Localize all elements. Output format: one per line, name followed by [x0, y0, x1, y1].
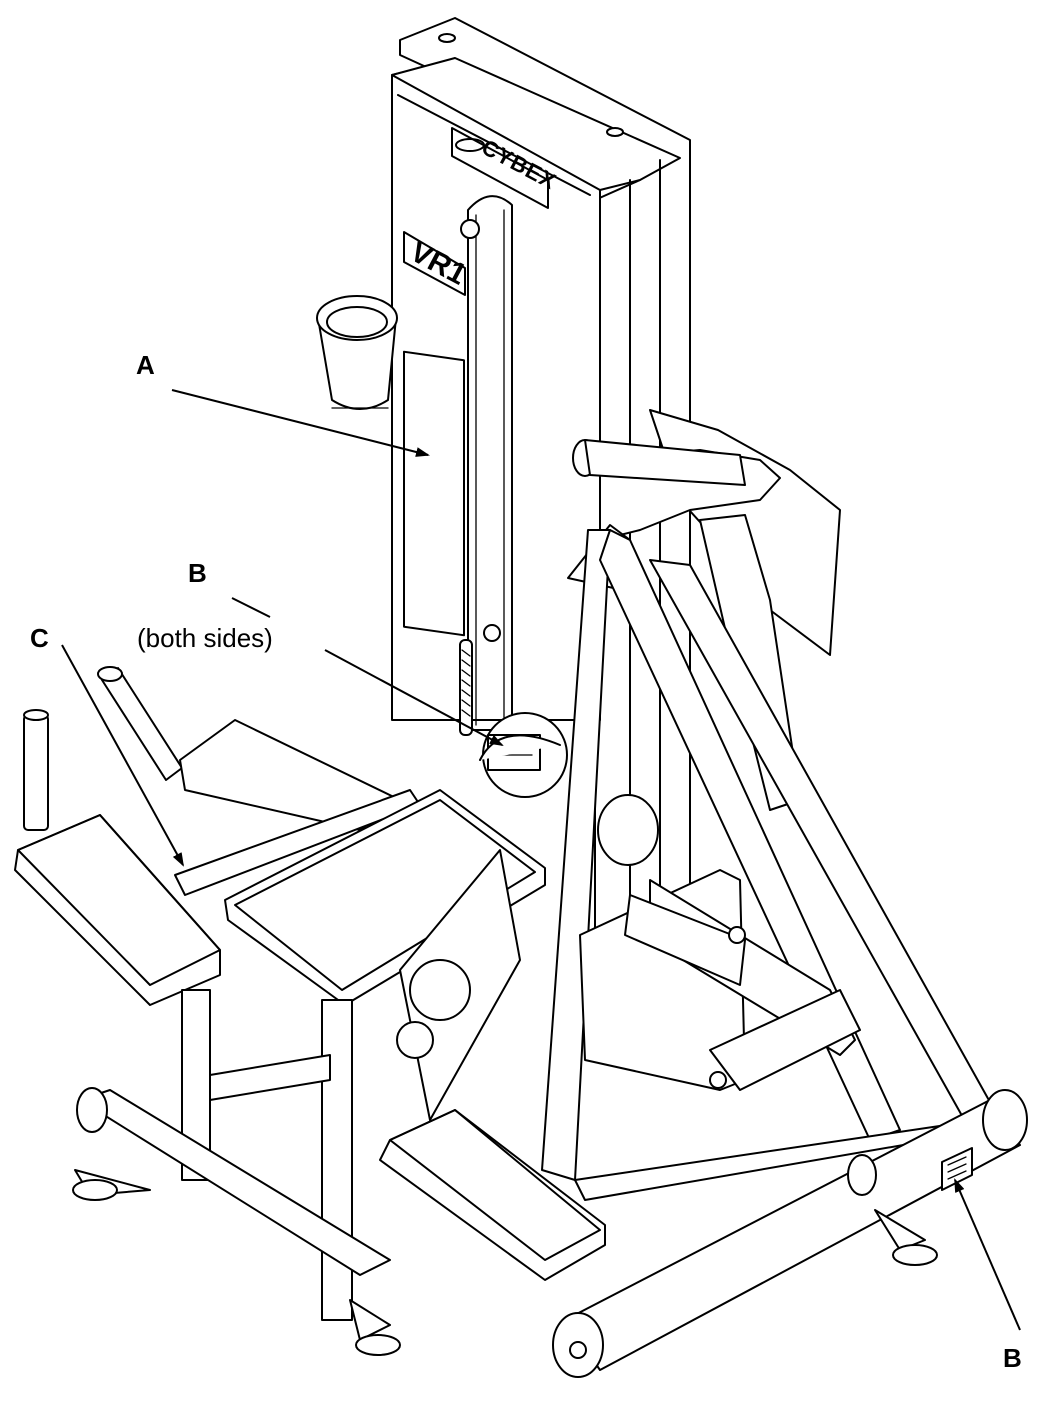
cable-channel	[459, 195, 513, 736]
label-plate-base	[941, 1147, 973, 1191]
leader-c	[61, 644, 184, 867]
callout-a-label: A	[136, 350, 155, 380]
brand-logo: CYBEX	[451, 127, 561, 209]
callout-b-upper-label: B	[188, 558, 207, 588]
leg-pad-left	[14, 814, 221, 1006]
callout-b-upper-note: (both sides)	[137, 623, 273, 653]
instruction-placard	[403, 350, 465, 637]
foot-pad	[379, 1109, 606, 1281]
leader-b-upper-1	[231, 597, 271, 618]
leader-a	[171, 389, 430, 457]
leg-support-posts	[23, 666, 183, 831]
rear-lever-assembly	[579, 794, 861, 1091]
cup-holder	[316, 295, 398, 410]
callout-b-lower-label: B	[1003, 1343, 1022, 1373]
callout-c-label: C	[30, 623, 49, 653]
leader-b-upper-2	[324, 649, 504, 746]
cam-pivot	[479, 712, 568, 798]
seat	[224, 789, 546, 1006]
leader-b-lower	[954, 1178, 1021, 1331]
base-frame	[72, 1087, 1028, 1378]
